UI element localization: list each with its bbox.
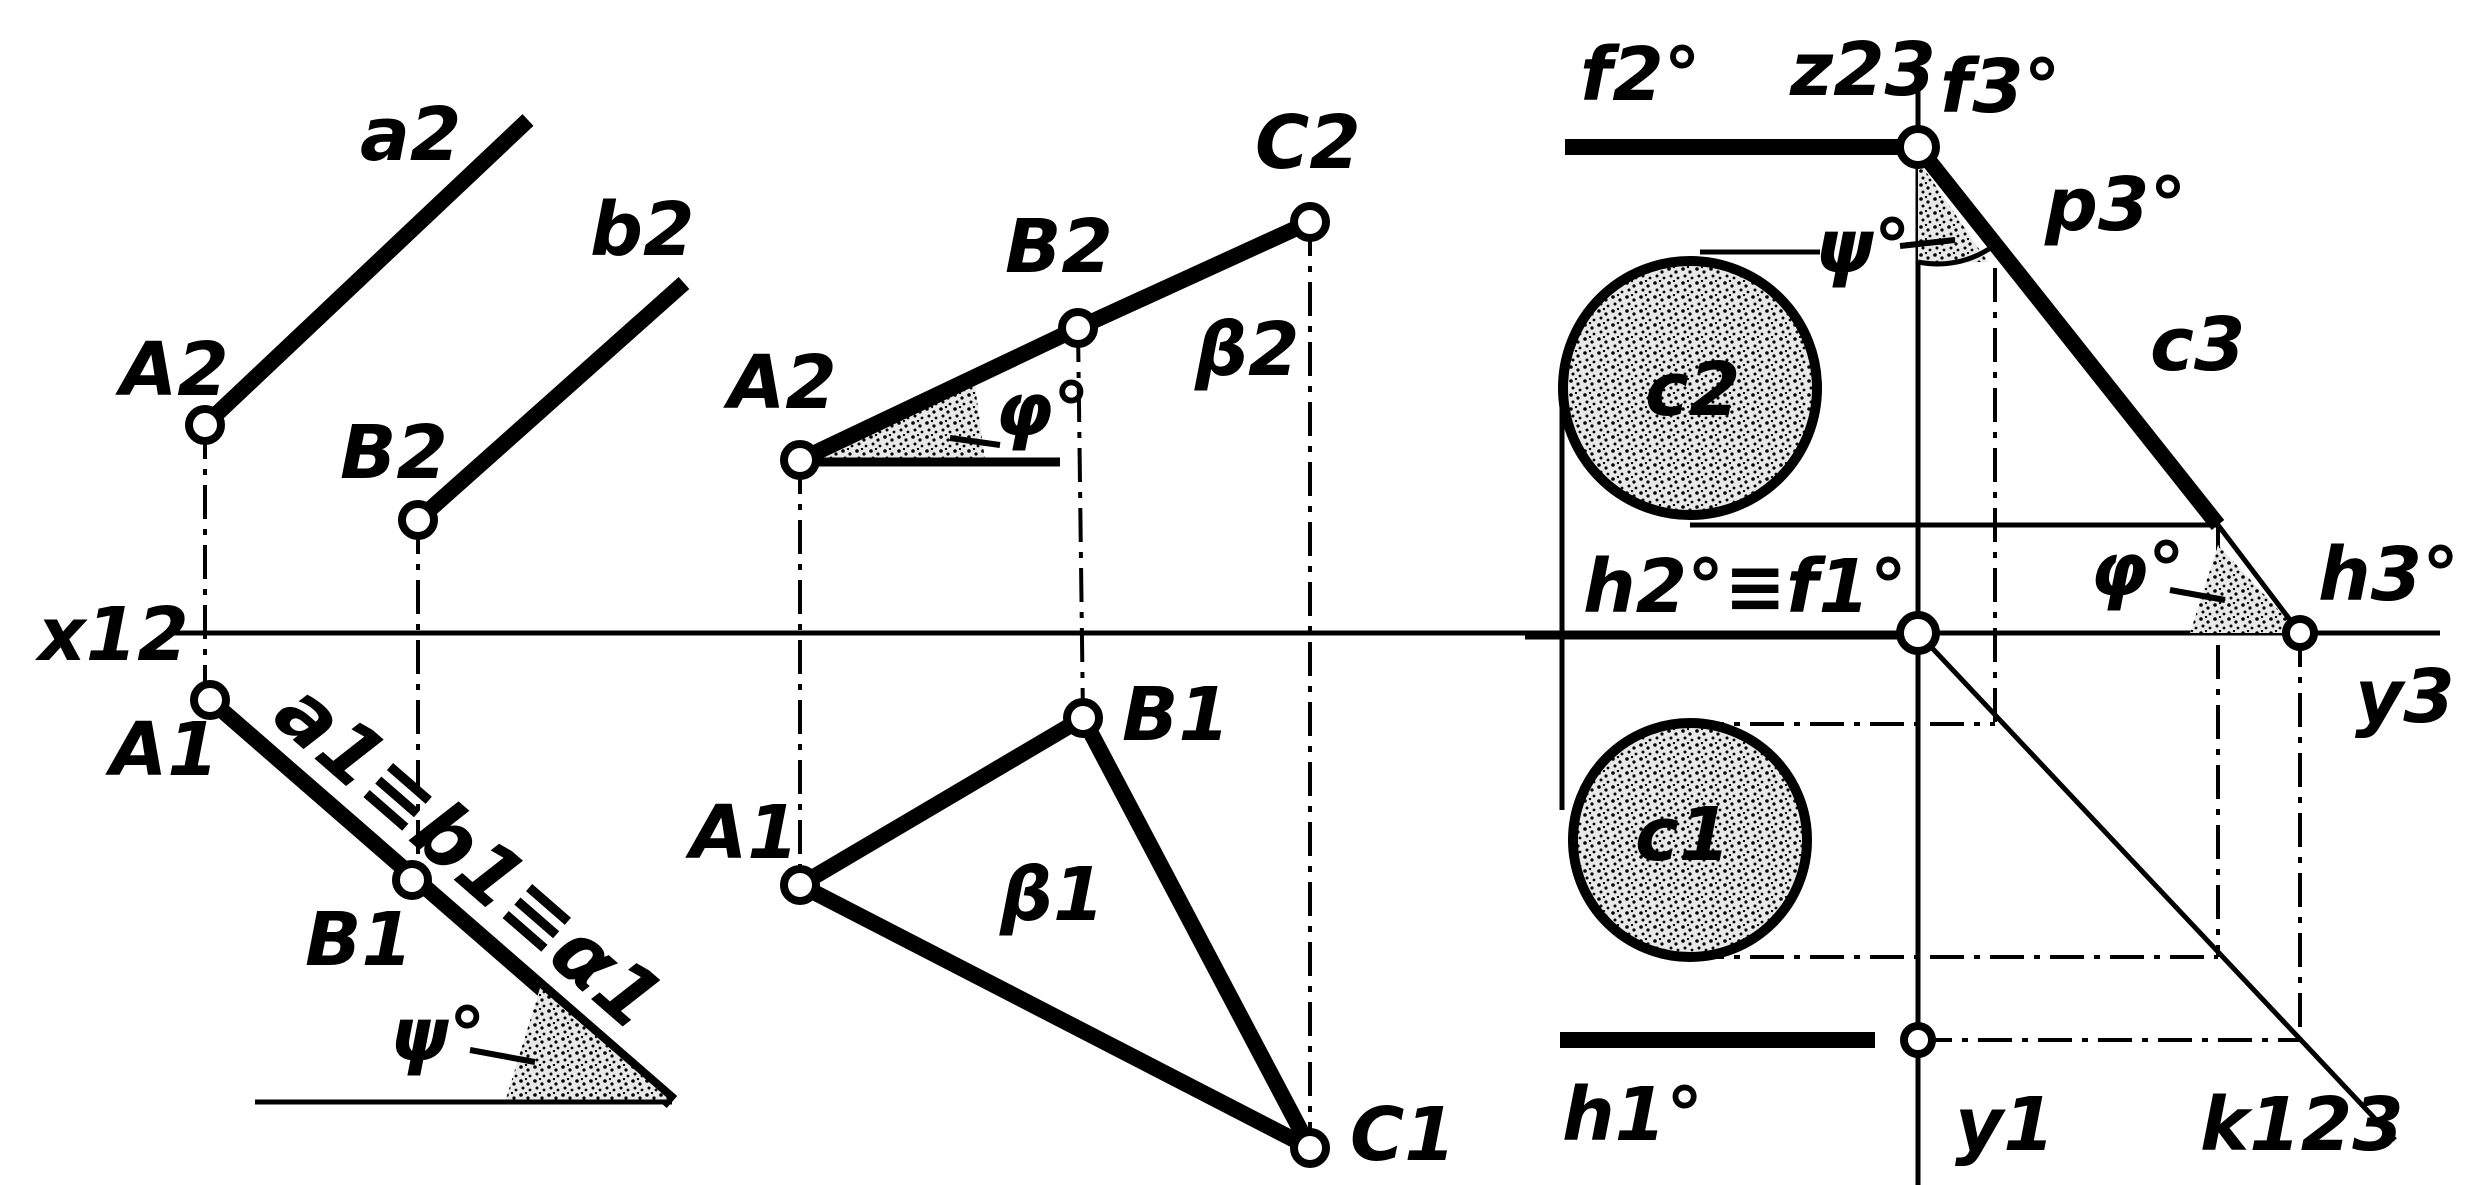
label-f2: f2° [1580,32,1701,118]
circle-c2 [1558,256,1822,520]
label-A2-1: A2 [115,327,229,413]
phi-pointer [949,435,1001,448]
point-h3 [2282,615,2318,651]
point-A1 [190,680,230,720]
c3-line [1911,142,2225,530]
point-C1 [1290,1128,1330,1168]
label-B1-1: B1 [305,897,413,983]
label-psi-1: ψ° [390,992,486,1078]
A1-C1-line [796,877,1314,1156]
A2-B2-line [796,320,1082,468]
label-beta1: β1 [999,852,1104,938]
point-B1 [1063,698,1103,738]
psi-pointer [469,1047,536,1065]
label-h1: h1° [1562,1072,1703,1158]
B-projection-line [1076,327,1085,719]
phi-angle-fill-profile [2190,545,2300,633]
point-B2 [1058,308,1098,348]
psi-pointer-profile [1899,237,1956,249]
label-f3: f3° [1940,44,2061,130]
label-B2-2: B2 [1005,204,1113,290]
psi-angle-fill-profile [1918,160,1988,262]
label-psi-3: ψ° [1815,204,1911,290]
label-y3: y3 [2355,654,2455,740]
phi-pointer-profile [2169,587,2226,603]
label-phi-3: φ° [2090,527,2185,613]
label-A2-2: A2 [723,340,837,426]
point-A1 [780,865,820,905]
label-A1-2: A1 [685,790,799,876]
point-A2 [780,440,820,480]
point-B1 [392,860,432,900]
label-b2: b2 [590,187,694,273]
k123-diagonal [1916,631,2397,1142]
label-A1-1: A1 [105,707,219,793]
B1-C1-line [1075,714,1318,1152]
label-h3: h3° [2318,532,2459,618]
circle-c1 [1568,718,1812,962]
psi-angle-fill [505,988,672,1102]
label-c3: c3 [2150,302,2245,388]
label-z23: z23 [1789,27,1936,113]
b2-line [412,277,690,526]
B2-C2-line [1074,214,1314,336]
label-B2-1: B2 [340,410,448,496]
label-p3: p3° [2044,162,2186,248]
point-C2 [1290,202,1330,242]
panel-lines [185,114,690,1109]
point-A2 [185,405,225,445]
label-k123: k123 [2200,1082,2404,1168]
label-C1-2: C1 [1350,1092,1456,1178]
psi-arc [1917,242,1997,267]
label-a2: a2 [360,92,461,178]
labels: x12 y3 z23 y1 k123 a2 b2 A2 B2 A1 B1 a1≡… [34,27,2459,1178]
label-B1-2: B1 [1122,672,1230,758]
label-c1: c1 [1635,792,1730,878]
A1-B1-line [795,711,1088,892]
a1-b1-alpha1-line [204,693,678,1109]
point-f3 [1896,125,1940,169]
label-c2: c2 [1645,347,1740,433]
label-beta2: β2 [1194,307,1299,393]
label-h2-f1: h2°≡f1° [1583,544,1907,630]
point-B2 [398,500,438,540]
label-C2-2: C2 [1255,100,1361,186]
h3-to-c3-line [2216,523,2302,635]
label-x12: x12 [34,592,189,678]
panel-triangle [780,202,1330,1168]
point-origin [1896,611,1940,655]
panel-profile [1525,125,2318,1058]
a2-line [199,114,534,431]
label-phi-2: φ° [995,367,1090,453]
point-h1 [1900,1022,1936,1058]
label-y1: y1 [1955,1082,2055,1168]
